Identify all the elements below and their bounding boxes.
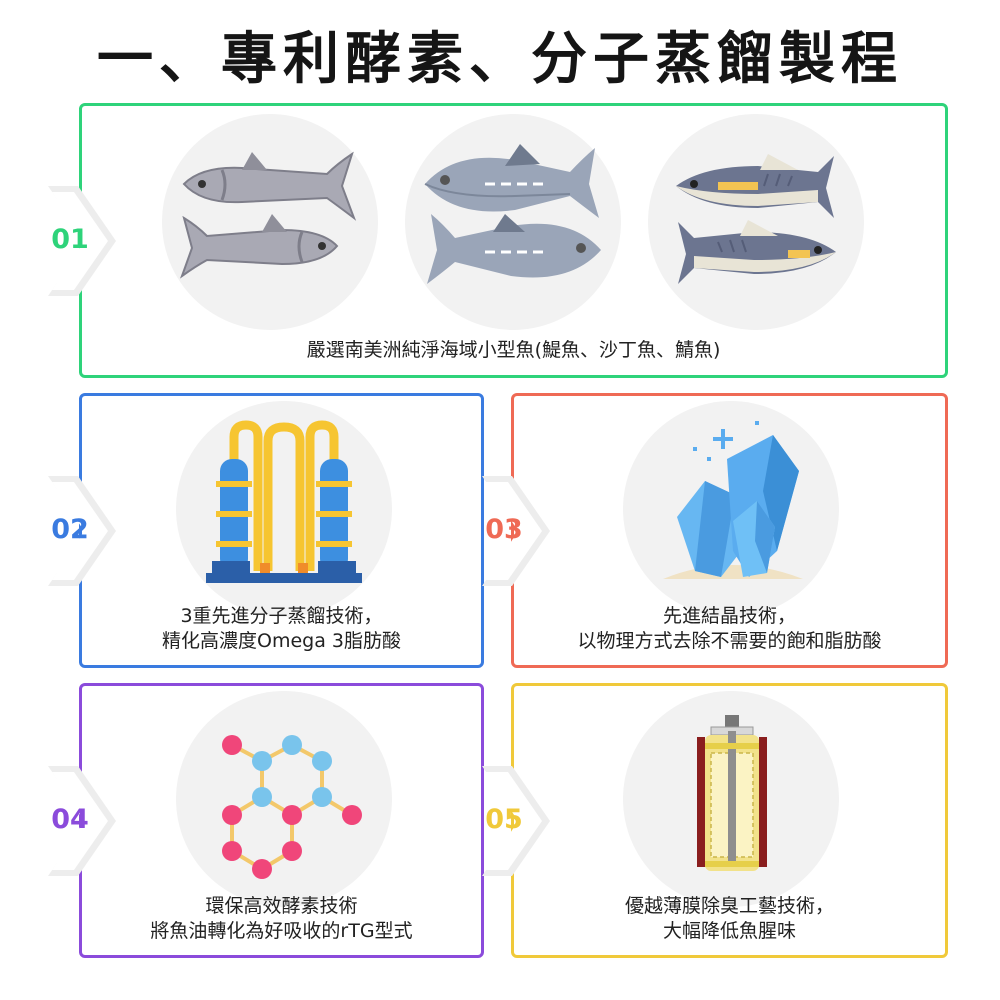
fish-icon: [179, 151, 357, 279]
chevron-04-icon: [48, 766, 116, 876]
chevron-03-icon: [482, 476, 550, 586]
step-card-03: 先進結晶技術， 以物理方式去除不需要的飽和脂肪酸: [511, 393, 948, 668]
chevron-05-icon: [482, 766, 550, 876]
step-caption-04-line1: 環保高效酵素技術: [205, 895, 358, 917]
crystal-circle: [623, 401, 839, 617]
step-number-05: 05: [485, 804, 523, 835]
chevron-02-icon: [48, 476, 116, 586]
fish-icon: [676, 154, 836, 284]
step-card-02: 3重先進分子蒸餾技術， 精化高濃度Omega 3脂肪酸: [79, 393, 484, 668]
chevron-01-icon: [48, 186, 116, 296]
step-number-04: 04: [51, 804, 89, 835]
step-caption-05-line2: 大幅降低魚腥味: [662, 920, 796, 942]
step-card-01: 嚴選南美洲純淨海域小型魚(鯷魚、沙丁魚、鯖魚): [79, 103, 948, 378]
distillation-circle: [176, 401, 392, 617]
step-number-02: 02: [51, 514, 89, 545]
step-caption-01: 嚴選南美洲純淨海域小型魚(鯷魚、沙丁魚、鯖魚): [306, 339, 721, 361]
page-title: 一、專利酵素、分子蒸餾製程: [97, 27, 903, 92]
step-card-04: 環保高效酵素技術 將魚油轉化為好吸收的rTG型式: [79, 683, 484, 958]
molecule-circle: [176, 691, 392, 907]
fish-circle-1: [162, 114, 378, 330]
molecule-icon: [222, 735, 362, 879]
step-caption-03-line2: 以物理方式去除不需要的飽和脂肪酸: [577, 630, 882, 652]
crystal-icon: [663, 421, 803, 579]
membrane-circle: [623, 691, 839, 907]
step-caption-04-line2: 將魚油轉化為好吸收的rTG型式: [150, 920, 413, 942]
step-number-03: 03: [485, 514, 523, 545]
distillation-icon: [206, 420, 362, 583]
step-caption-03-line1: 先進結晶技術，: [662, 605, 796, 627]
step-card-05: 優越薄膜除臭工藝技術， 大幅降低魚腥味: [511, 683, 948, 958]
fish-circle-2: [405, 114, 621, 330]
fish-circle-3: [648, 114, 864, 330]
step-caption-02-line2: 精化高濃度Omega 3脂肪酸: [162, 630, 401, 652]
membrane-filter-icon: [697, 715, 767, 871]
step-number-01: 01: [51, 224, 89, 255]
fish-icon: [424, 144, 601, 284]
step-caption-02-line1: 3重先進分子蒸餾技術，: [180, 605, 383, 627]
step-caption-05-line1: 優越薄膜除臭工藝技術，: [624, 895, 834, 917]
